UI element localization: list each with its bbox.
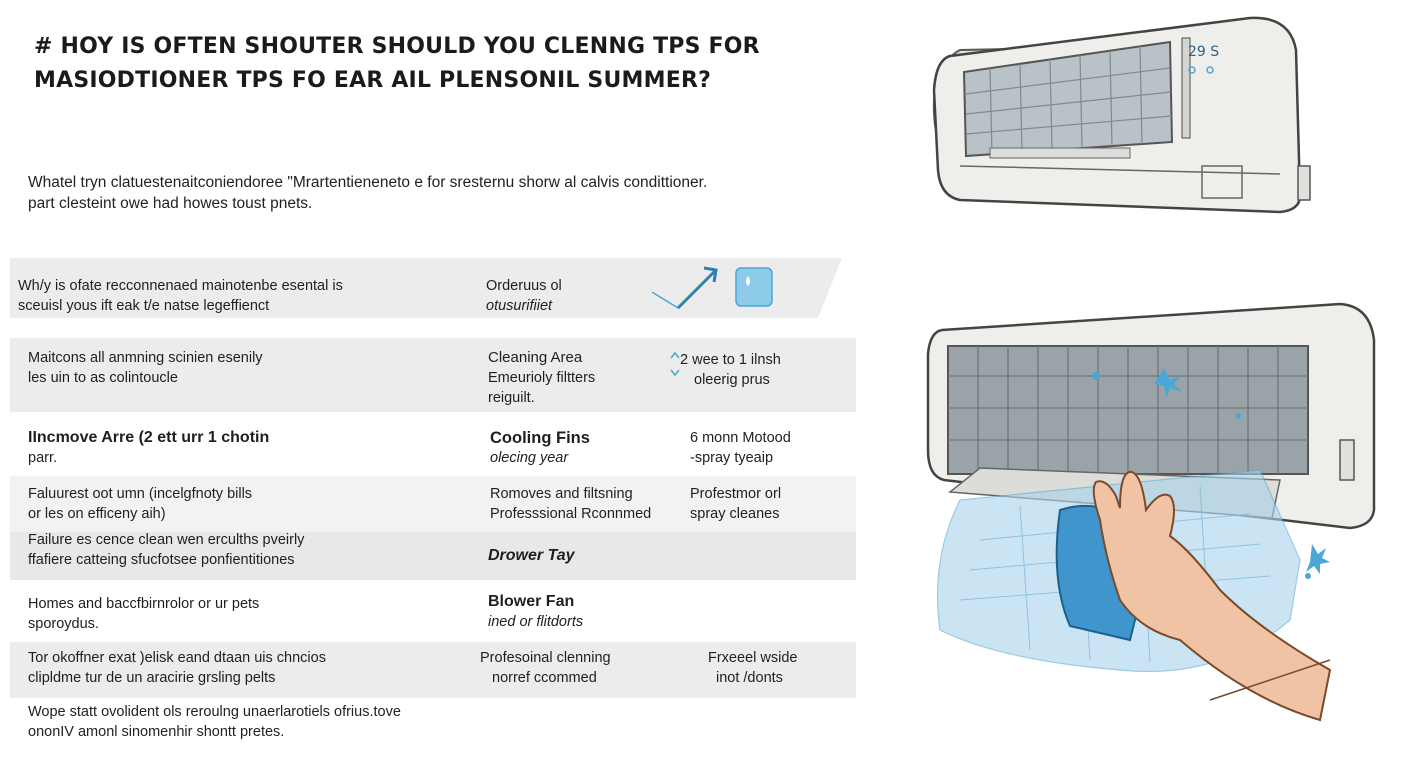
row-1-col-2: Orderuus ol otusurifiiet bbox=[486, 278, 562, 314]
row-2-col-2: Cleaning Area Emeurioly filtters reiguil… bbox=[488, 349, 596, 406]
title-line-2: MASIODTIONER TPS FO EAR AIL PLENSONIL SU… bbox=[34, 68, 712, 93]
row-4-col-3: Profestmor orl spray cleanes bbox=[690, 486, 782, 522]
ac-unit-cleaning-illustration bbox=[926, 302, 1376, 722]
band-row-7 bbox=[10, 642, 856, 698]
row-2-col-1: Maitcons all anmning scinien esenily les… bbox=[28, 350, 263, 386]
intro-line-1: Whatel tryn clatuestenaitconiendoree "Mr… bbox=[28, 174, 708, 191]
up-down-arrows-icon bbox=[670, 351, 680, 377]
row-3-col-2: Cooling Fins olecing year bbox=[490, 429, 590, 466]
row-3-col-3: 6 monn Motood -spray tyeaip bbox=[690, 430, 791, 466]
band-row-4 bbox=[10, 476, 856, 532]
intro-line-2: part clesteint owe had howes toust pnets… bbox=[28, 195, 313, 212]
row-3-col-1: IIncmove Arre (2 ett urr 1 chotin parr. bbox=[28, 429, 270, 466]
band-row-1 bbox=[10, 258, 842, 318]
row-5-col-2: Drower Tay bbox=[488, 547, 575, 564]
ac-unit-illustration-top: 29 S bbox=[932, 16, 1311, 214]
page-title: # HOY IS OFTEN SHOUTER SHOULD YOU CLENNG… bbox=[34, 30, 874, 98]
row-4-col-2: Romoves and filtsning Professsional Rcon… bbox=[490, 486, 652, 522]
band-row-2 bbox=[10, 338, 856, 412]
row-1-col-1: Wh/y is ofate recconnenaed mainotenbe es… bbox=[18, 278, 343, 314]
row-7-col-3: Frxeeel wside inot /donts bbox=[708, 650, 798, 686]
band-row-5 bbox=[10, 532, 856, 580]
row-7-col-2: Profesoinal clenning norref ccommed bbox=[480, 650, 611, 686]
row-2-col-3: 2 wee to 1 ilnsh oleerig prus bbox=[680, 352, 781, 388]
row-7-col-1: Tor okoffner exat )elisk eand dtaan uis … bbox=[28, 650, 326, 686]
row-6-col-2: Blower Fan ined or flitdorts bbox=[488, 593, 584, 630]
footer-note: Wope statt ovolident ols reroulng unaerl… bbox=[28, 704, 401, 740]
title-line-1: # HOY IS OFTEN SHOUTER SHOULD YOU CLENNG… bbox=[34, 34, 760, 59]
table-bands bbox=[10, 258, 856, 698]
row-4-col-1: Faluurest oot umn (incelgfnoty bills or … bbox=[28, 486, 253, 522]
cleaning-tool-icon bbox=[651, 266, 773, 310]
intro-paragraph: Whatel tryn clatuestenaitconiendoree "Mr… bbox=[28, 172, 868, 214]
row-6-col-1: Homes and baccfbirnrolor or ur pets spor… bbox=[28, 596, 260, 632]
ac-display-text: 29 S bbox=[1188, 44, 1219, 60]
row-5-col-1: Failure es cence clean wen erculths pvei… bbox=[28, 532, 305, 568]
